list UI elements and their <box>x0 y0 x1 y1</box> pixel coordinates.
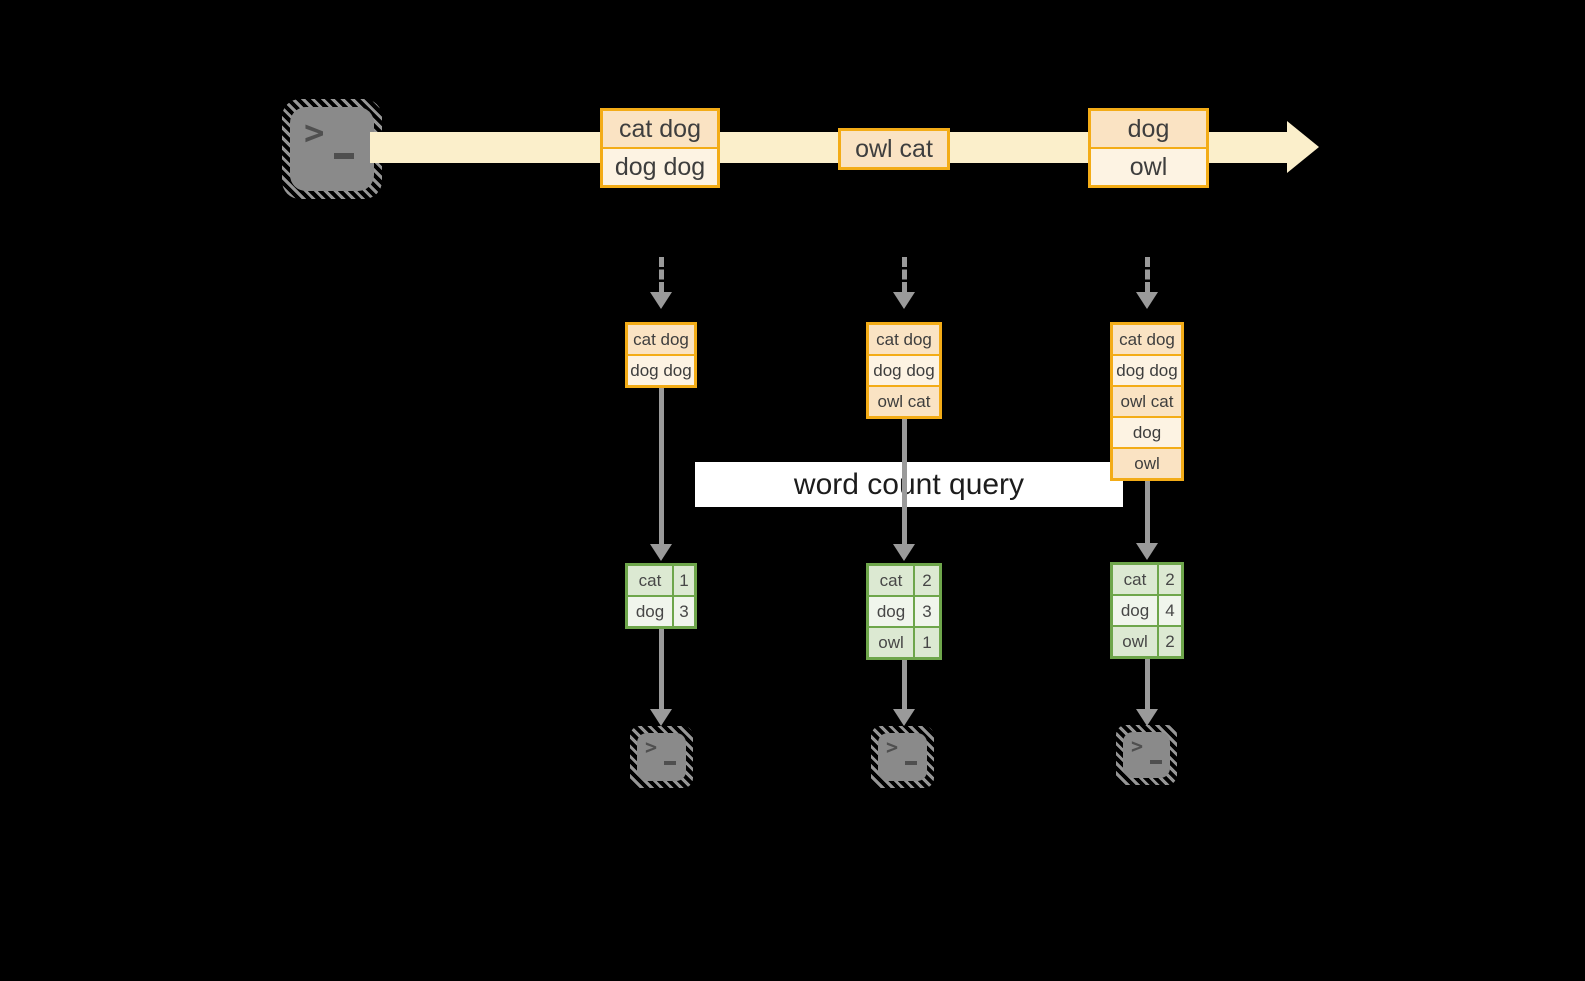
count-table-2: cat 2 dog 3 owl 1 <box>866 563 942 660</box>
prompt-chevron-icon: > <box>304 113 325 153</box>
buffer-record: dog <box>1113 416 1181 447</box>
buffer-record: cat dog <box>869 325 939 354</box>
prompt-cursor-icon <box>1150 760 1162 764</box>
count-word: cat <box>869 566 915 595</box>
count-row: dog 3 <box>628 595 694 626</box>
stream-record: cat dog <box>603 111 717 147</box>
terminal-screen: > <box>290 107 374 191</box>
solid-arrow-icon <box>650 388 672 561</box>
count-table-1: cat 1 dog 3 <box>625 563 697 629</box>
count-word: dog <box>1113 596 1159 625</box>
buffer-record: dog dog <box>628 354 694 385</box>
buffer-stage-2: cat dog dog dog owl cat <box>866 322 942 419</box>
source-terminal-icon: > <box>282 99 382 199</box>
sink-terminal-icon-2: > <box>871 726 934 788</box>
buffer-stage-3: cat dog dog dog owl cat dog owl <box>1110 322 1184 481</box>
stream-record: dog <box>1091 111 1206 147</box>
count-row: owl 1 <box>869 626 939 657</box>
buffer-record: cat dog <box>1113 325 1181 354</box>
count-value: 1 <box>922 633 932 652</box>
stream-timeline-arrowhead-icon <box>1287 121 1319 173</box>
count-word: dog <box>628 597 674 626</box>
stream-record: dog dog <box>603 147 717 185</box>
terminal-screen: > <box>637 733 686 781</box>
solid-arrow-icon <box>650 629 672 726</box>
solid-arrow-icon <box>1136 659 1158 726</box>
buffer-record: dog dog <box>1113 354 1181 385</box>
solid-arrow-icon <box>893 660 915 726</box>
prompt-chevron-icon: > <box>1131 734 1144 758</box>
stream-record: owl <box>1091 147 1206 185</box>
stream-record: owl cat <box>841 131 947 167</box>
count-word: dog <box>869 597 915 626</box>
count-value: 3 <box>679 602 689 621</box>
count-table-3: cat 2 dog 4 owl 2 <box>1110 562 1184 659</box>
stream-event-3: dog owl <box>1088 108 1209 188</box>
query-label: word count query <box>695 462 1123 507</box>
prompt-cursor-icon <box>664 761 676 765</box>
buffer-record: cat dog <box>628 325 694 354</box>
sink-terminal-icon-1: > <box>630 726 693 788</box>
dashed-arrow-icon <box>1136 257 1158 309</box>
prompt-cursor-icon <box>334 153 354 159</box>
count-word: owl <box>1113 627 1159 656</box>
prompt-cursor-icon <box>905 761 917 765</box>
terminal-screen: > <box>878 733 927 781</box>
prompt-chevron-icon: > <box>645 735 658 759</box>
count-row: cat 2 <box>1113 565 1181 594</box>
count-word: cat <box>1113 565 1159 594</box>
count-row: owl 2 <box>1113 625 1181 656</box>
solid-arrow-icon <box>1136 481 1158 560</box>
solid-arrow-icon <box>893 419 915 561</box>
buffer-record: owl <box>1113 447 1181 478</box>
count-value: 4 <box>1165 601 1175 620</box>
count-row: cat 1 <box>628 566 694 595</box>
prompt-chevron-icon: > <box>886 735 899 759</box>
buffer-record: dog dog <box>869 354 939 385</box>
terminal-screen: > <box>1123 732 1170 778</box>
count-row: dog 4 <box>1113 594 1181 625</box>
dashed-arrow-icon <box>650 257 672 309</box>
count-word: cat <box>628 566 674 595</box>
buffer-record: owl cat <box>1113 385 1181 416</box>
count-word: owl <box>869 628 915 657</box>
count-row: dog 3 <box>869 595 939 626</box>
count-value: 2 <box>1165 632 1175 651</box>
count-row: cat 2 <box>869 566 939 595</box>
count-value: 1 <box>679 571 689 590</box>
stream-event-2: owl cat <box>838 128 950 170</box>
dashed-arrow-icon <box>893 257 915 309</box>
stream-event-1: cat dog dog dog <box>600 108 720 188</box>
count-value: 3 <box>922 602 932 621</box>
buffer-record: owl cat <box>869 385 939 416</box>
sink-terminal-icon-3: > <box>1116 725 1177 785</box>
buffer-stage-1: cat dog dog dog <box>625 322 697 388</box>
count-value: 2 <box>1165 570 1175 589</box>
count-value: 2 <box>922 571 932 590</box>
